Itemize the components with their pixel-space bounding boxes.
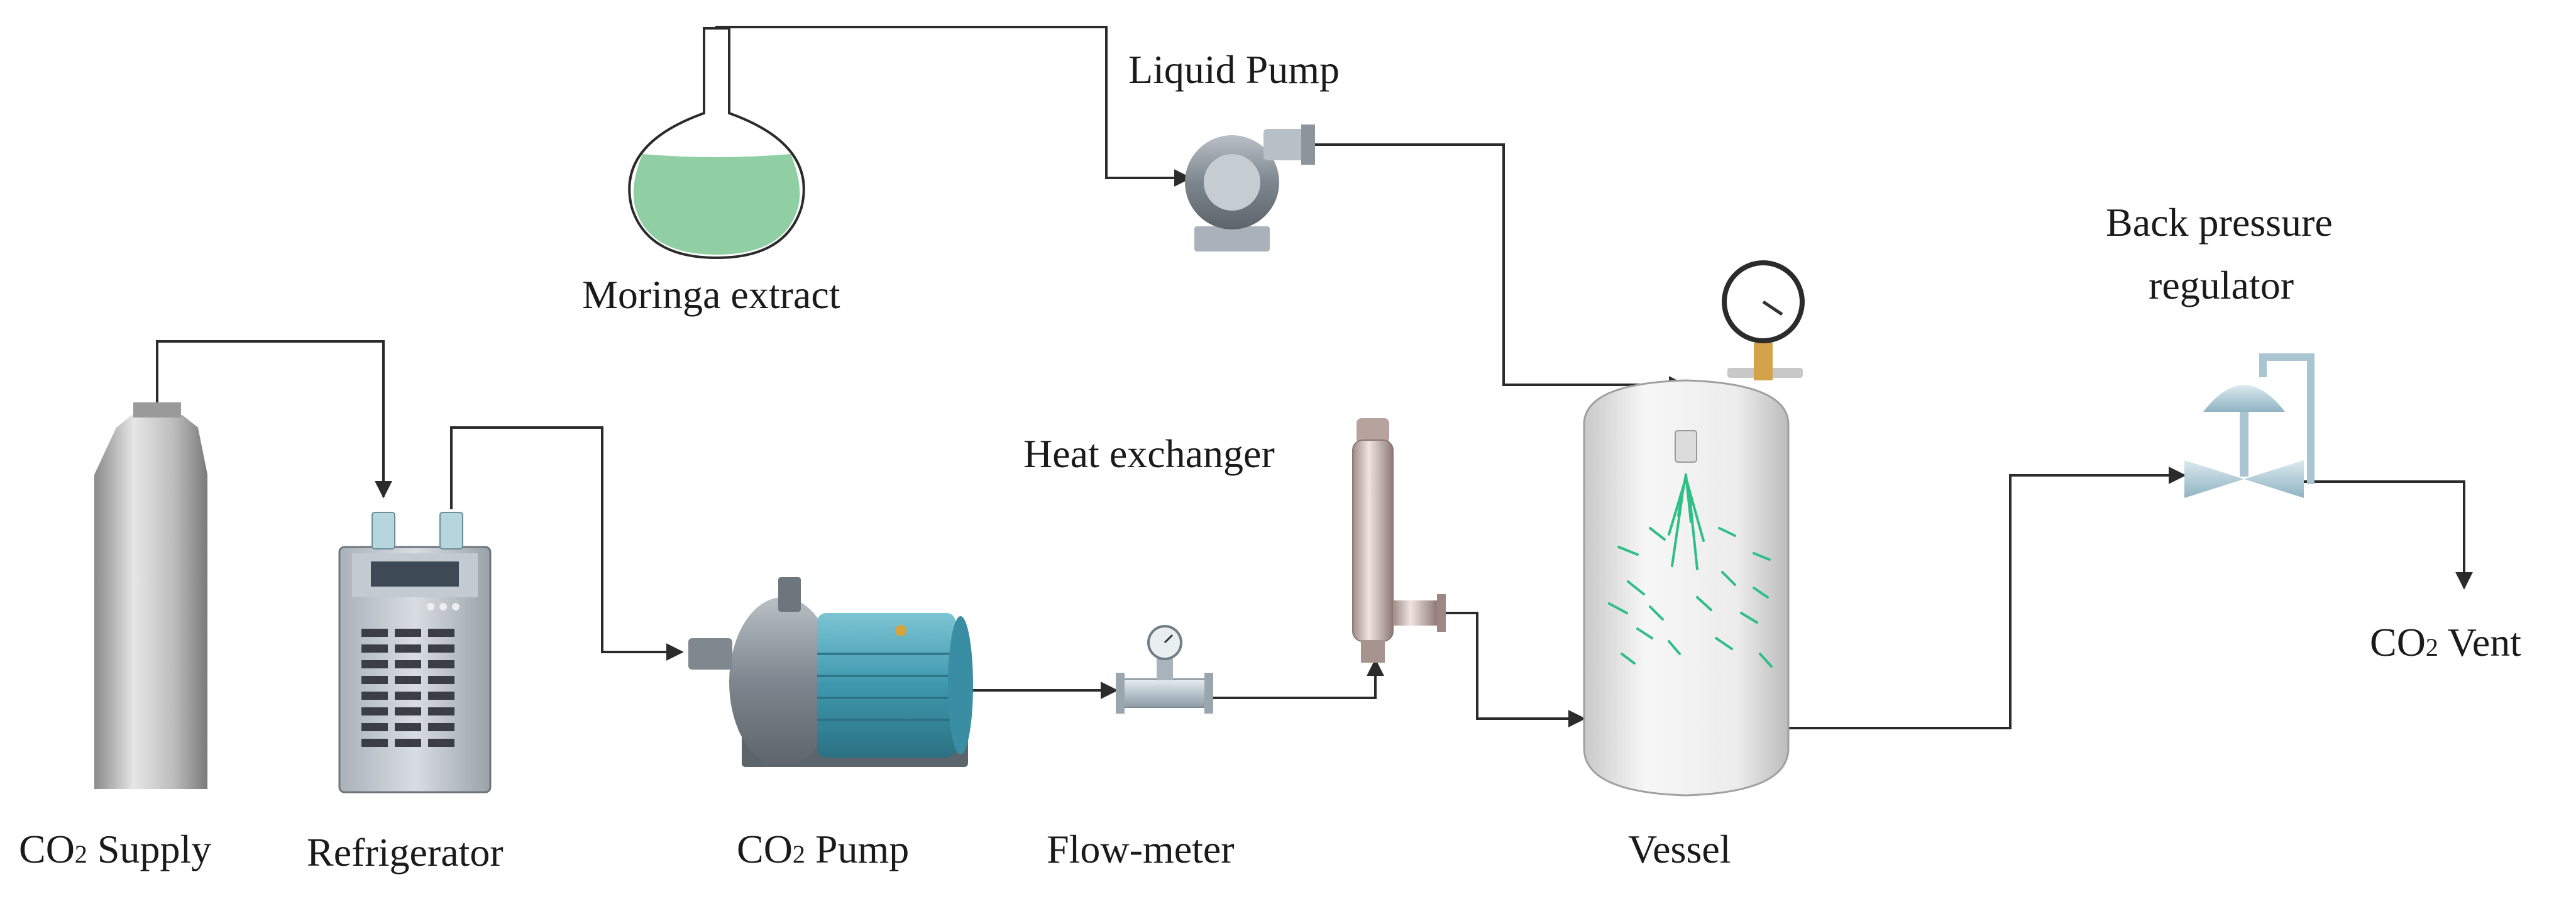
moringa-extract-flask <box>628 27 805 260</box>
label-bpr-line1: Back pressure <box>2106 200 2333 245</box>
label-co2-pump: CO2 Pump <box>737 827 909 871</box>
pipe-flow-meter-to-heat-exchanger <box>1210 658 1384 699</box>
vessel <box>1583 379 1790 797</box>
refrigerator-unit <box>338 512 492 793</box>
label-vessel: Vessel <box>1628 827 1731 871</box>
label-moringa-extract: Moringa extract <box>582 272 840 317</box>
pipe-bpr-to-vent <box>2304 480 2473 590</box>
label-flow-meter: Flow-meter <box>1047 827 1235 871</box>
label-heat-exchanger: Heat exchanger <box>1023 431 1275 476</box>
back-pressure-regulator <box>2184 353 2315 498</box>
co2-supply-cylinder <box>94 402 207 789</box>
label-co2-supply: CO2 Supply <box>19 827 211 871</box>
liquid-pump <box>1185 124 1315 251</box>
pipe-refrigerator-to-co2-pump <box>450 426 684 661</box>
heat-exchanger <box>1352 418 1446 663</box>
spray-pattern <box>1608 473 1773 668</box>
flow-meter <box>1116 625 1213 714</box>
pipe-heat-exchanger-to-vessel <box>1446 612 1586 727</box>
label-bpr-line2: regulator <box>2149 263 2294 307</box>
co2-pump <box>688 577 973 767</box>
label-co2-vent: CO2 Vent <box>2370 620 2521 665</box>
pressure-gauge <box>1722 260 1805 380</box>
pipe-vessel-to-bpr <box>1788 467 2186 729</box>
label-refrigerator: Refrigerator <box>307 830 504 875</box>
pipe-liquid-pump-to-vessel <box>1314 143 1687 394</box>
label-liquid-pump: Liquid Pump <box>1128 47 1340 92</box>
